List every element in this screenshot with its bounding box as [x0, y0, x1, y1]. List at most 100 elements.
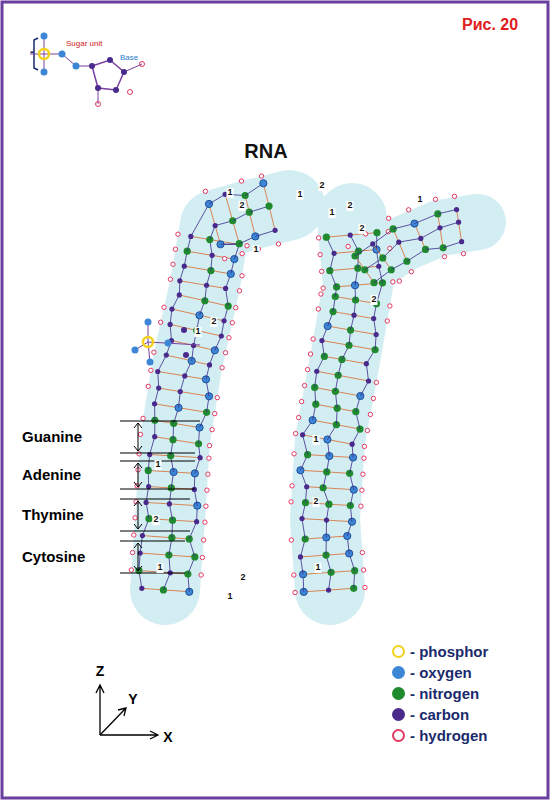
hydrogen-atom [292, 452, 296, 456]
bond [163, 573, 170, 590]
bond [373, 229, 393, 244]
hydrogen-atom [293, 590, 297, 594]
hydrogen-atom [240, 274, 244, 278]
hydrogen-atom [199, 573, 203, 577]
bond [169, 504, 197, 506]
gene-brackets [120, 421, 200, 573]
strand-ribbon [165, 205, 290, 590]
legend-swatch [392, 708, 405, 721]
atom [265, 203, 272, 210]
hydrogen-atom [362, 456, 366, 460]
callout-number: 2 [210, 317, 217, 327]
hydrogen-atom [308, 352, 312, 356]
legend-row: - hydrogen [392, 725, 488, 746]
base-label: Cytosine [22, 549, 85, 566]
bond [443, 242, 462, 248]
hydrogen-atom [318, 252, 322, 256]
bond [142, 536, 171, 538]
atom [246, 209, 253, 216]
bond [173, 440, 199, 444]
hydrogen-atom [259, 174, 263, 178]
hydrogen-atom [227, 336, 231, 340]
sample-nucleotide [30, 33, 145, 107]
bond [330, 253, 334, 270]
bond [323, 488, 354, 490]
bond [322, 341, 349, 346]
hydrogen-atom [305, 367, 309, 371]
hydrogen-atom [346, 244, 350, 248]
bond [329, 588, 354, 590]
bond [172, 309, 200, 315]
bond [179, 408, 207, 413]
hydrogen-atom [386, 216, 390, 220]
hydrogen-atom [289, 538, 293, 542]
bond [354, 315, 374, 318]
hydrogen-atom [149, 368, 153, 372]
base-label: Adenine [22, 467, 81, 484]
bond [383, 242, 399, 258]
callout-number: 1 [252, 245, 259, 255]
hydrogen-atom [158, 320, 162, 324]
callout-number: 2 [239, 573, 246, 583]
hydrogen-atom [130, 550, 134, 554]
bond [159, 388, 181, 391]
bond [399, 238, 421, 242]
atom [191, 553, 198, 560]
atom [373, 229, 380, 236]
hydrogen-atom [385, 319, 389, 323]
hydrogen-atom [319, 292, 323, 296]
callout-number: 2 [312, 497, 319, 507]
base-label: Guanine [22, 429, 82, 446]
hydrogen-atom [388, 304, 392, 308]
hydrogen-atom [234, 306, 238, 310]
hydrogen-atom [371, 396, 375, 400]
sugar-unit-label: Sugar unit [66, 40, 102, 49]
bond [326, 520, 327, 537]
hydrogen-atom [442, 254, 446, 258]
hydrogen-atom [433, 197, 437, 201]
hydrogen-atom [168, 277, 172, 281]
hydrogen-atom [222, 256, 226, 260]
callout-number: 2 [370, 295, 377, 305]
atom [351, 567, 358, 574]
atom [260, 180, 267, 187]
bond [226, 288, 229, 306]
atom [213, 223, 218, 228]
bond [269, 206, 275, 230]
hydrogen-atom [374, 380, 378, 384]
hydrogen-atom [176, 232, 180, 236]
bond [330, 268, 358, 271]
atom [205, 200, 212, 207]
hydrogen-atom [138, 432, 142, 436]
hydrogen-atom [311, 337, 315, 341]
hydrogen-atom [215, 395, 219, 399]
atom-model [129, 174, 466, 596]
atom [459, 239, 464, 244]
bond [140, 536, 142, 553]
bond [300, 555, 326, 557]
callout-number: 2 [238, 201, 245, 211]
legend-text: - oxygen [410, 664, 472, 681]
hydrogen-atom [245, 244, 249, 248]
hydrogen-atom [365, 428, 369, 432]
axis-label: Z [96, 664, 105, 679]
hydrogen-atom [321, 286, 325, 290]
hydrogen-atom [452, 194, 456, 198]
atom [298, 554, 303, 559]
hydrogen-atom [302, 383, 306, 387]
bond [366, 364, 368, 381]
callout-number: 1 [226, 592, 233, 602]
hydrogen-atom [240, 251, 244, 255]
hydrogen-atom [141, 416, 145, 420]
figure-number: Рис. 20 [462, 16, 518, 34]
legend-text: - carbon [410, 706, 469, 723]
base-label: Base [120, 54, 138, 63]
bond [180, 281, 207, 285]
hydrogen-atom [360, 550, 364, 554]
axis-label: X [163, 730, 172, 745]
atom [155, 369, 160, 374]
bond [184, 266, 211, 270]
hydrogen-atom [171, 262, 175, 266]
bond [349, 345, 375, 350]
